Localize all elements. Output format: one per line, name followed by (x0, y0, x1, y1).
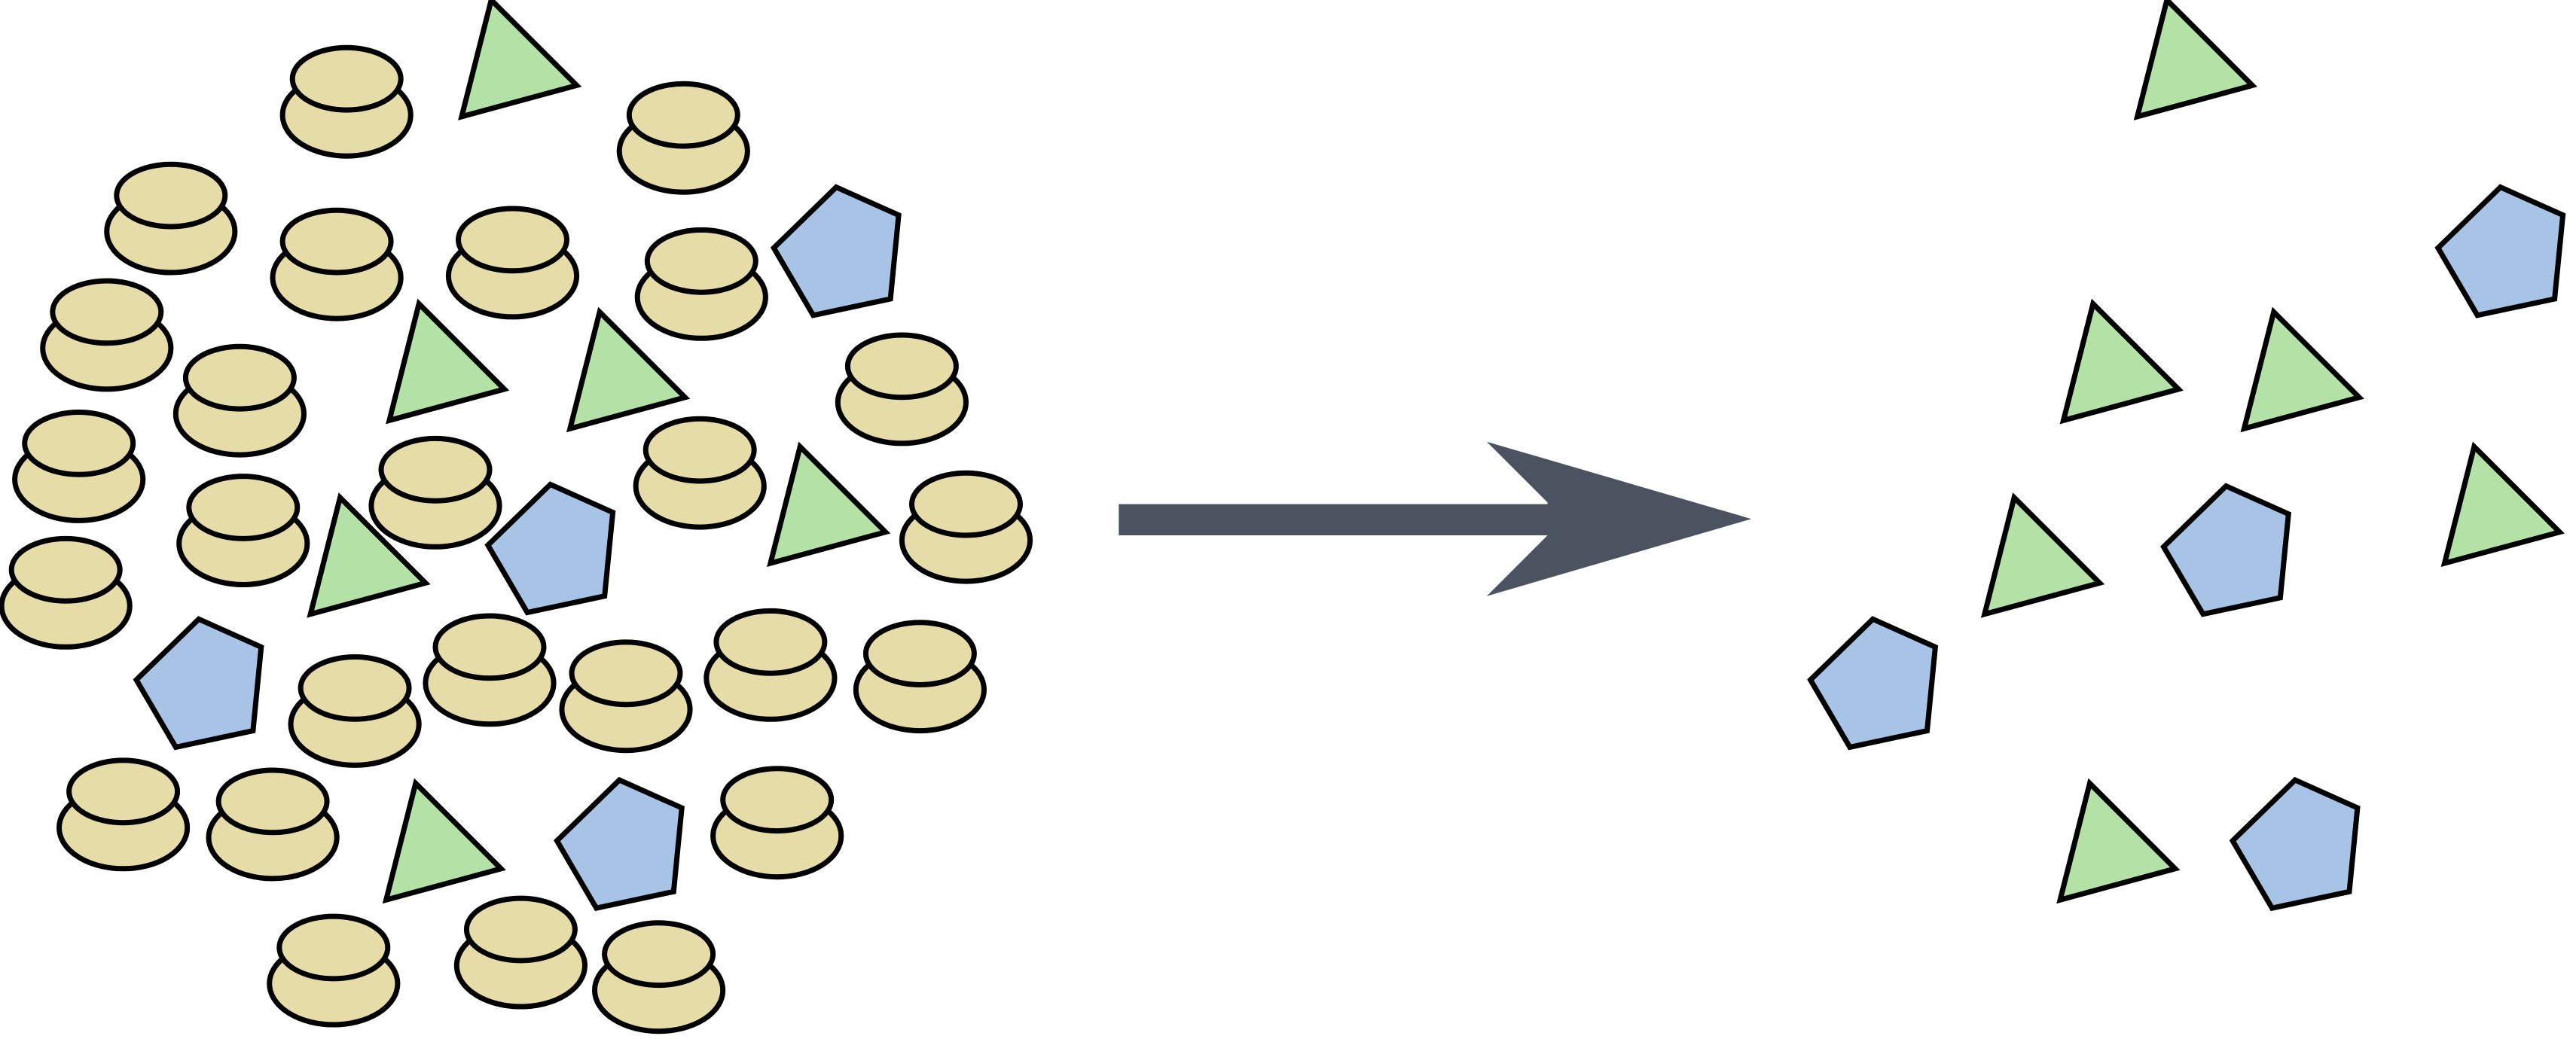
ellipse-stack (288, 654, 422, 768)
pentagon-shape (770, 184, 902, 318)
ellipse-stack (592, 920, 726, 1034)
triangle-shape (1980, 492, 2105, 618)
ellipse-stack (172, 343, 307, 458)
triangle-shape (382, 778, 506, 904)
ellipse-stack (445, 206, 580, 320)
ellipse-stack (12, 410, 146, 523)
ellipse-stack (633, 416, 767, 530)
ellipse-stack (40, 278, 174, 392)
ellipse-stack (710, 766, 844, 880)
arrow-icon (1119, 441, 1752, 596)
ellipse-stack (0, 535, 133, 650)
ellipse-stack (704, 608, 838, 722)
pentagon-shape (2229, 776, 2361, 912)
pentagon-shape (1807, 616, 1939, 751)
pentagon-shape (484, 481, 616, 616)
ellipse-stack (368, 435, 502, 550)
ellipse-stack (453, 895, 588, 1010)
ellipse-stack (267, 913, 401, 1028)
triangle-shape (2240, 306, 2364, 433)
ellipse-stack (206, 767, 340, 882)
triangle-shape (386, 298, 510, 425)
ellipse-stack (835, 332, 969, 446)
triangle-shape (2059, 298, 2184, 425)
ellipse-stack (104, 161, 238, 276)
ellipse-stack (853, 620, 987, 734)
pentagon-shape (553, 776, 685, 912)
ellipse-stack (279, 44, 414, 159)
ellipse-stack (270, 207, 404, 321)
ellipse-stack (899, 470, 1033, 584)
triangle-shape (2056, 778, 2181, 904)
pentagon-shape (2434, 184, 2566, 318)
ellipse-stack (56, 757, 191, 872)
triangle-shape (566, 306, 691, 433)
output-group (1807, 0, 2566, 912)
triangle-shape (307, 492, 431, 618)
triangle-shape (2440, 441, 2565, 568)
arrow-shaft (1119, 504, 1583, 535)
pentagon-shape (133, 616, 264, 751)
pentagon-shape (2160, 483, 2292, 617)
ellipse-stack (616, 81, 750, 195)
triangle-shape (2133, 0, 2258, 120)
triangle-shape (458, 0, 582, 120)
arrow-head (1486, 441, 1752, 596)
ellipse-stack (176, 474, 310, 587)
triangle-shape (767, 441, 891, 568)
ellipse-stack (634, 227, 768, 341)
ellipse-stack (423, 613, 557, 727)
ellipse-stack (559, 639, 693, 754)
input-group (0, 0, 1033, 1034)
